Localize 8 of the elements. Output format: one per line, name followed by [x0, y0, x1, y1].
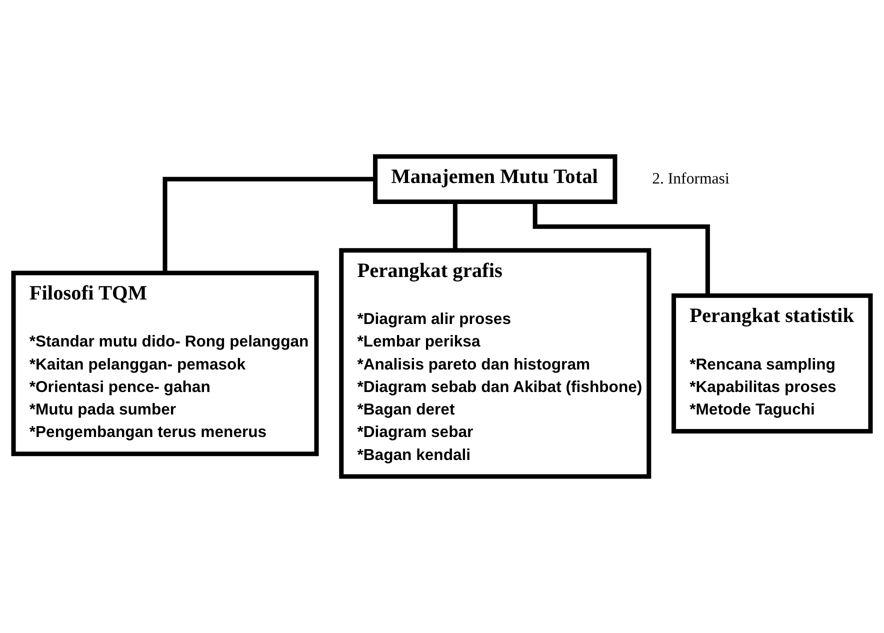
- label: 2. Informasi: [652, 170, 730, 188]
- connector: [452, 202, 458, 250]
- connector: [532, 202, 710, 296]
- connector: [162, 176, 376, 273]
- node-box: Manajemen Mutu Total: [373, 154, 618, 204]
- node-box: Perangkat grafis *Diagram alir proses *Lembar periksa *Analisis pareto dan histogram *Diagram sebab dan Akibat (fishbone) *Bagan deret *Diagram sebar *Bagan kendali: [339, 248, 652, 479]
- node-box: Perangkat statistik *Rencana sampling *Kapabilitas proses *Metode Taguchi: [672, 293, 873, 434]
- node-box: Filosofi TQM *Standar mutu dido- Rong pelanggan *Kaitan pelanggan- pemasok *Orientasi pence- gahan *Mutu pada sumber *Pengembangan terus menerus: [11, 270, 319, 456]
